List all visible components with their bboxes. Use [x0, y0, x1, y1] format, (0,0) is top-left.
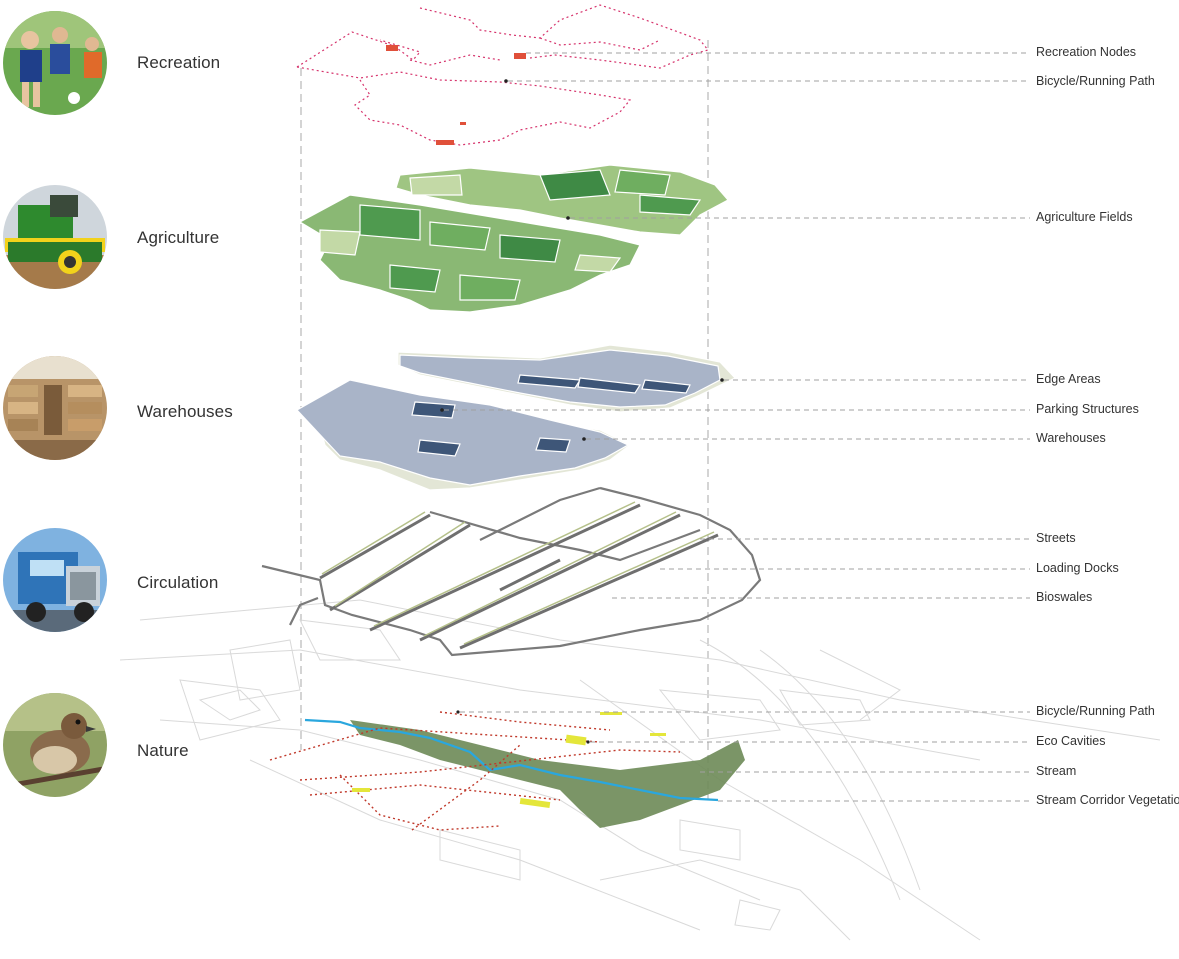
annotation-stream-corridor-vegetation: Stream Corridor Vegetation — [1036, 793, 1179, 807]
annotation-bioswales: Bioswales — [1036, 590, 1093, 604]
layer-label-recreation: Recreation — [137, 53, 221, 72]
annotation-warehouses: Warehouses — [1036, 431, 1106, 445]
circulation-layer — [261, 486, 762, 657]
annotation-recreation-nodes: Recreation Nodes — [1036, 45, 1137, 59]
bioswales — [321, 501, 715, 645]
children-soccer-photo-icon — [3, 11, 107, 115]
annotation-loading-docks: Loading Docks — [1036, 561, 1119, 575]
layer-label-warehouses: Warehouses — [137, 402, 233, 421]
annotation-parking-structures: Parking Structures — [1036, 402, 1139, 416]
annotation-bicycle-running-path-nature: Bicycle/Running Path — [1036, 704, 1155, 718]
semi-truck-photo-icon — [3, 528, 107, 632]
agriculture-layer — [298, 164, 729, 313]
layer-label-circulation: Circulation — [137, 573, 219, 592]
combine-harvester-photo-icon — [3, 185, 107, 289]
warehouse-interior-photo-icon — [3, 356, 107, 460]
annotation-agriculture-fields: Agriculture Fields — [1036, 210, 1133, 224]
annotation-bicycle-running-path-recreation: Bicycle/Running Path — [1036, 74, 1155, 88]
annotation-stream: Stream — [1036, 764, 1077, 778]
nature-layer — [269, 710, 745, 831]
sparrow-bird-photo-icon — [3, 693, 107, 797]
annotation-edge-areas: Edge Areas — [1036, 372, 1101, 386]
layer-label-agriculture: Agriculture — [137, 228, 220, 247]
base-map — [119, 599, 1161, 941]
bicycle-path-marker — [504, 79, 508, 83]
warehouse-markers — [440, 378, 724, 441]
recreation-layer — [296, 4, 710, 146]
agriculture-field-marker — [566, 216, 570, 220]
layer-label-nature: Nature — [137, 741, 189, 760]
annotation-leader-lines — [444, 52, 1030, 802]
recreation-nodes — [386, 45, 526, 145]
annotation-eco-cavities: Eco Cavities — [1036, 734, 1106, 748]
streets — [319, 503, 719, 650]
annotation-streets: Streets — [1036, 531, 1076, 545]
warehouses-layer — [296, 344, 736, 491]
